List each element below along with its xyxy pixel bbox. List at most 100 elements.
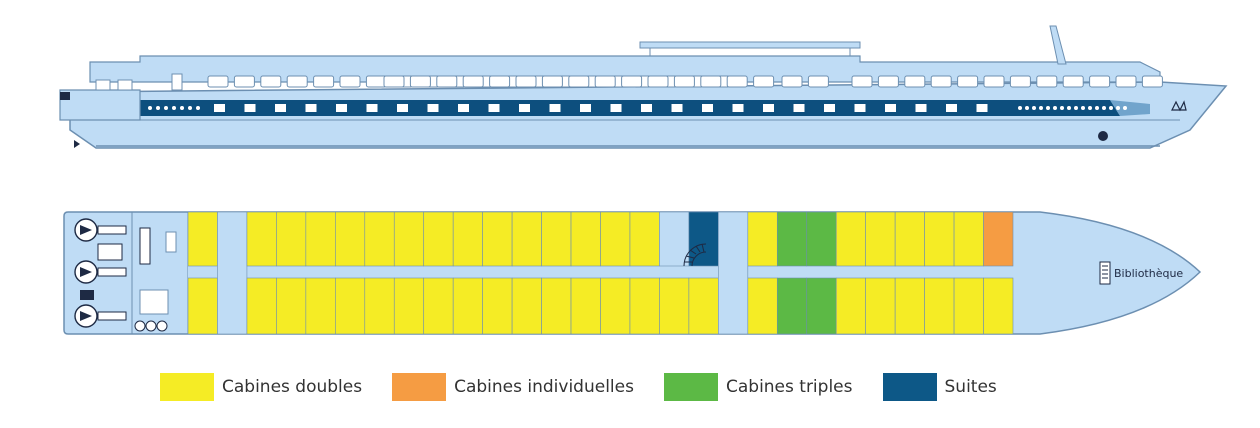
cabin-double [953, 211, 984, 267]
cabin-double [835, 211, 866, 267]
legend-label: Cabines triples [725, 377, 853, 397]
window [1036, 75, 1058, 88]
porthole [885, 104, 896, 112]
window [568, 75, 590, 88]
library-area: Bibliothèque [1099, 261, 1183, 285]
cabin-double [305, 211, 336, 267]
porthole [1095, 106, 1099, 110]
cabin-double [983, 277, 1014, 335]
corridor-cross [217, 211, 248, 335]
window [594, 75, 616, 88]
window [339, 75, 361, 88]
porthole [702, 104, 713, 112]
legend-item-cabines-individuelles: Cabines individuelles [392, 373, 634, 401]
window [726, 75, 748, 88]
legend-swatch [160, 373, 214, 401]
deck-corridor [188, 266, 1013, 278]
cabin-individuelle [983, 211, 1014, 267]
side-upper-windows [95, 75, 1163, 91]
porthole [1081, 106, 1085, 110]
side-sundeck-roof [639, 41, 861, 49]
window [286, 75, 308, 88]
window [851, 75, 873, 88]
cabin-double [953, 277, 984, 335]
library-icon [1099, 261, 1111, 285]
cabin-double [246, 277, 277, 335]
porthole [305, 104, 317, 112]
ship-deck-plan: Bibliothèque [63, 211, 1202, 335]
porthole [156, 106, 160, 110]
porthole [1074, 106, 1078, 110]
cabin-double [452, 277, 483, 335]
window [983, 75, 1005, 88]
propeller-icon [74, 140, 80, 148]
window [95, 79, 111, 91]
window [621, 75, 643, 88]
legend-label: Cabines individuelles [454, 377, 634, 397]
legend-item-cabines-triples: Cabines triples [663, 373, 853, 401]
side-stern-block [59, 89, 141, 121]
porthole [458, 104, 469, 112]
window [673, 75, 695, 88]
cabin-double [865, 277, 896, 335]
porthole [976, 104, 988, 112]
porthole [1053, 106, 1057, 110]
porthole [164, 106, 168, 110]
cabin-double [541, 277, 572, 335]
porthole [1039, 106, 1043, 110]
cabin-double [600, 211, 631, 267]
cabin-double [364, 277, 395, 335]
porthole [1109, 106, 1113, 110]
legend-swatch [882, 373, 937, 401]
cabin-double [276, 211, 307, 267]
window [1009, 75, 1031, 88]
ship-side-view [59, 25, 1228, 149]
cabin-double [482, 211, 513, 267]
window [541, 75, 563, 88]
cabin-double [924, 277, 955, 335]
porthole [1046, 106, 1050, 110]
porthole [641, 104, 652, 112]
porthole [1032, 106, 1036, 110]
window [1089, 75, 1111, 88]
window [260, 75, 282, 88]
cabin-double [246, 211, 277, 267]
porthole [366, 104, 378, 112]
side-mast [1049, 25, 1067, 65]
porthole [275, 104, 286, 112]
cabin-double [600, 277, 631, 335]
cabin-double [688, 277, 719, 335]
porthole [580, 104, 591, 112]
legend: Cabines doubles Cabines individuelles Ca… [160, 373, 1027, 401]
window [807, 75, 829, 88]
window [753, 75, 775, 88]
window [647, 75, 669, 88]
cabin-double [835, 277, 866, 335]
cabin-triple [776, 277, 808, 335]
legend-swatch [392, 373, 447, 401]
window [489, 75, 511, 88]
cabin-triple [776, 211, 808, 267]
cabin-double [924, 211, 955, 267]
porthole [172, 106, 176, 110]
legend-label: Cabines doubles [222, 377, 363, 397]
porthole [188, 106, 192, 110]
library-label: Bibliothèque [1114, 267, 1183, 280]
porthole [763, 104, 774, 112]
porthole [1060, 106, 1064, 110]
window [436, 75, 458, 88]
cabin-double [276, 277, 307, 335]
deck-aft-area [74, 212, 189, 334]
side-dark-band [140, 100, 1120, 116]
cabin-double [393, 277, 425, 335]
cabin-triple [806, 277, 837, 335]
cabin-double [482, 277, 513, 335]
porthole [793, 104, 805, 112]
porthole [196, 106, 200, 110]
cabin-double [335, 211, 366, 267]
cabin-double [894, 277, 925, 335]
anchor-icon [1098, 131, 1108, 141]
window [930, 75, 952, 88]
window [462, 75, 484, 88]
